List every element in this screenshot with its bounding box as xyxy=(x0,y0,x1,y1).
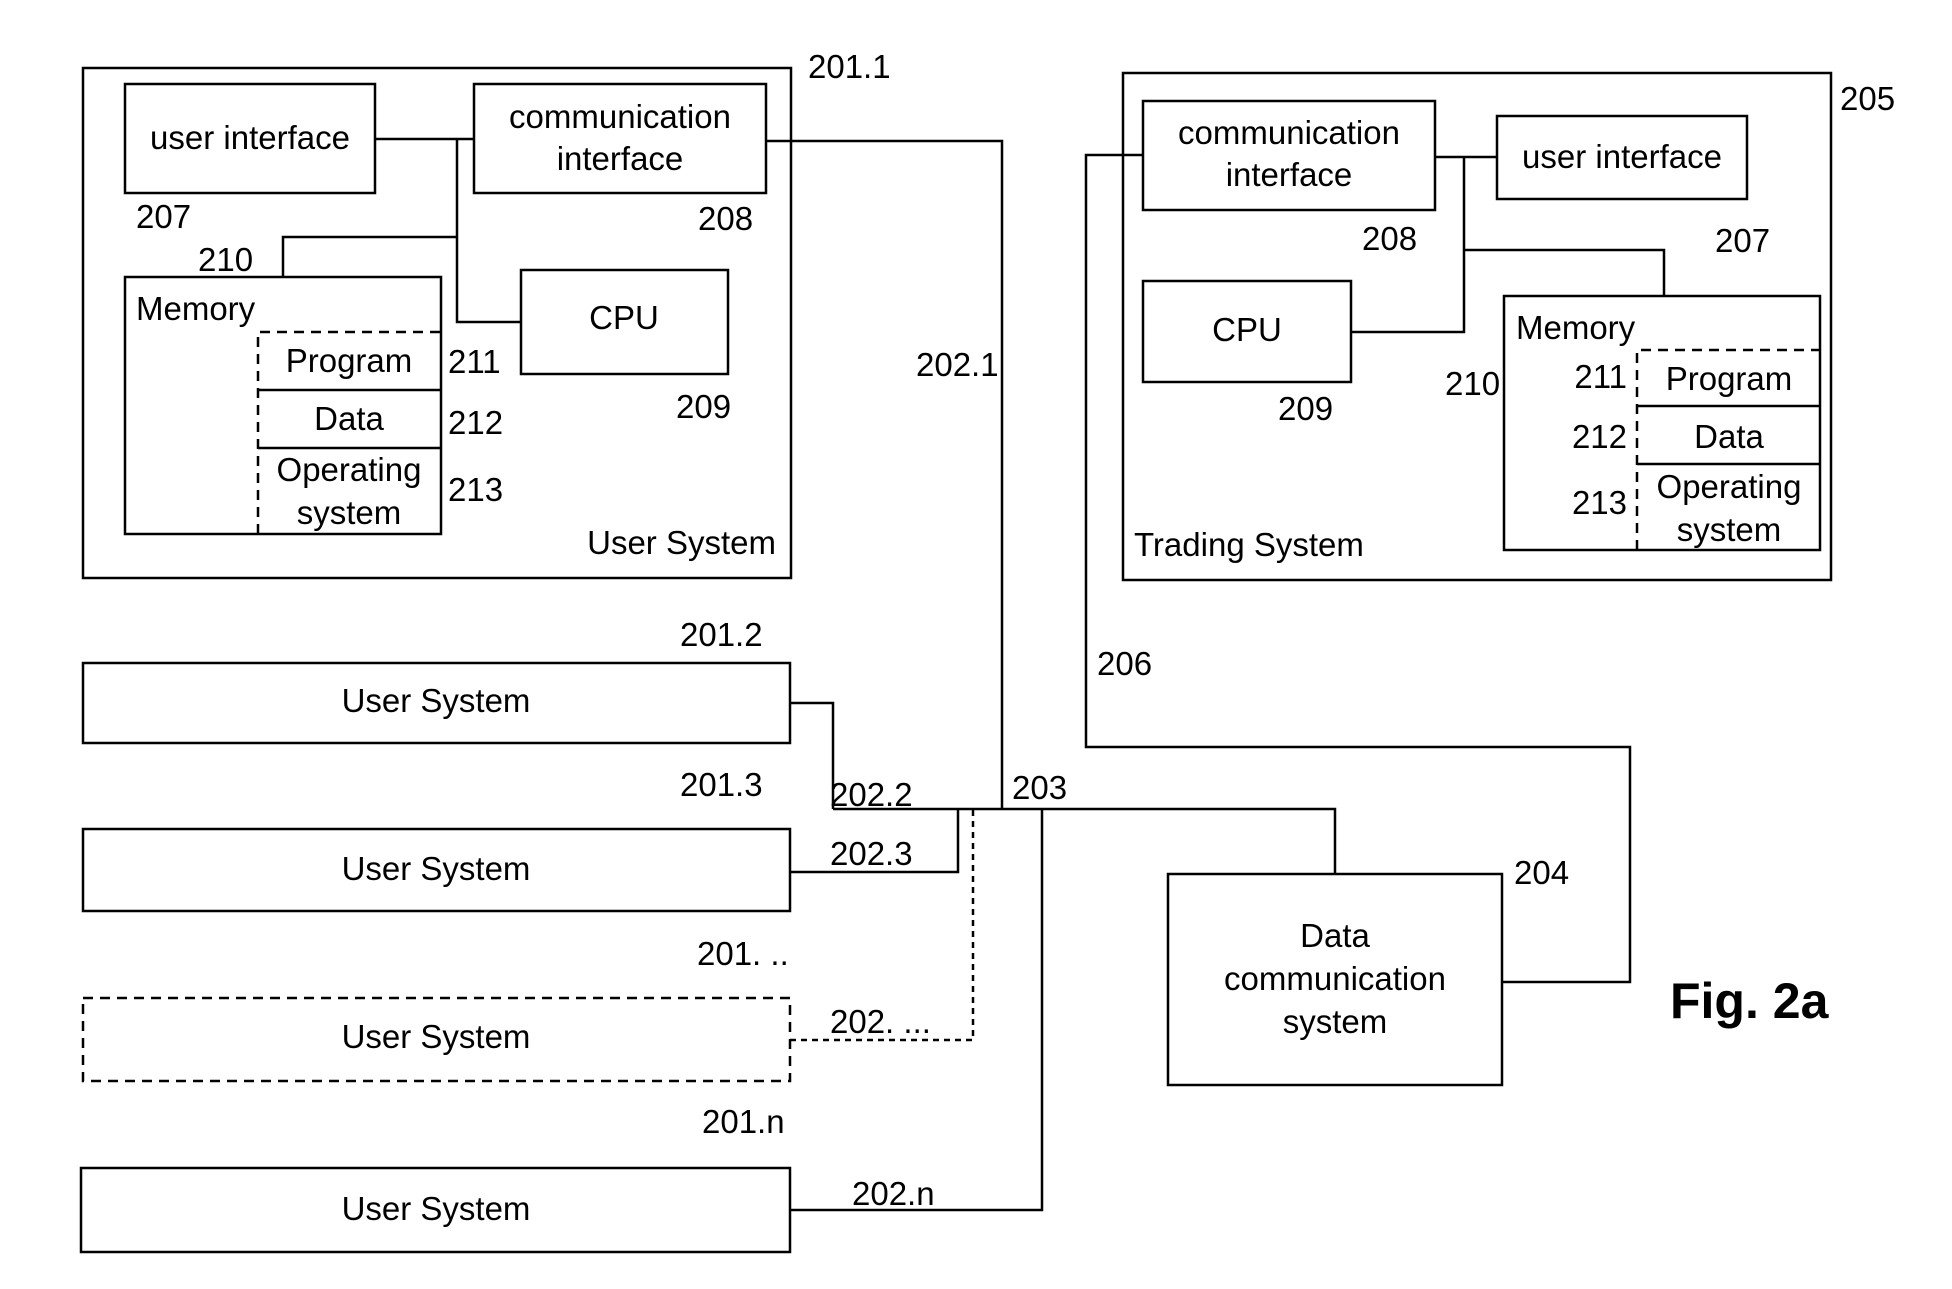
ts-user-interface-label: user interface xyxy=(1522,138,1722,175)
comm-interface-label-line2: interface xyxy=(557,140,684,177)
link-202-etc-ref: 202. ... xyxy=(830,1003,931,1040)
comm-interface-ref: 208 xyxy=(698,200,753,237)
link-202-2-ref: 202.2 xyxy=(830,776,913,813)
user-system-main-title: User System xyxy=(587,524,776,561)
data-ref: 212 xyxy=(448,404,503,441)
data-comm-system-label-line2: communication xyxy=(1224,960,1446,997)
user-interface-label: user interface xyxy=(150,119,350,156)
user-system-ref-n: 201.n xyxy=(702,1103,785,1140)
ts-data-label: Data xyxy=(1694,418,1764,455)
cpu-label: CPU xyxy=(589,299,659,336)
ts-memory-ref: 210 xyxy=(1445,365,1500,402)
trading-system-ref: 205 xyxy=(1840,80,1895,117)
ts-os-ref: 213 xyxy=(1572,484,1627,521)
trading-system-title: Trading System xyxy=(1134,526,1364,563)
user-system-label-etc: User System xyxy=(342,1018,531,1055)
user-system-main-ref: 201.1 xyxy=(808,48,891,85)
ts-memory-label: Memory xyxy=(1516,309,1636,346)
internal-link-memory xyxy=(283,237,457,277)
link-206-ref: 206 xyxy=(1097,645,1152,682)
user-system-label-3: User System xyxy=(342,850,531,887)
user-interface-ref: 207 xyxy=(136,198,191,235)
ts-os-label-line2: system xyxy=(1677,511,1782,548)
ts-cpu-label: CPU xyxy=(1212,311,1282,348)
link-202-1-ref: 202.1 xyxy=(916,346,999,383)
user-system-ref-2: 201.2 xyxy=(680,616,763,653)
os-label-line1: Operating xyxy=(277,451,422,488)
user-system-main: 201.1 user interface 207 communication i… xyxy=(83,48,891,578)
user-system-ref-3: 201.3 xyxy=(680,766,763,803)
link-202-1 xyxy=(766,141,1002,809)
ts-comm-interface-label-line2: interface xyxy=(1226,156,1353,193)
user-system-ref-etc: 201. .. xyxy=(697,935,789,972)
bus-203-ref: 203 xyxy=(1012,769,1067,806)
ts-data-ref: 212 xyxy=(1572,418,1627,455)
data-comm-system-label-line3: system xyxy=(1283,1003,1388,1040)
figure-label: Fig. 2a xyxy=(1670,973,1830,1029)
link-202-3-ref: 202.3 xyxy=(830,835,913,872)
link-202-n-ref: 202.n xyxy=(852,1175,935,1212)
cpu-ref: 209 xyxy=(676,388,731,425)
memory-label: Memory xyxy=(136,290,256,327)
ts-internal-link-memory xyxy=(1464,250,1664,296)
program-ref: 211 xyxy=(448,343,501,380)
link-202-2 xyxy=(790,703,833,809)
os-label-line2: system xyxy=(297,494,402,531)
internal-link-cpu xyxy=(457,139,521,322)
trading-system: 205 communication interface 208 user int… xyxy=(1123,73,1895,580)
memory-ref: 210 xyxy=(198,241,253,278)
ts-program-ref: 211 xyxy=(1574,358,1627,395)
ts-user-interface-ref: 207 xyxy=(1715,222,1770,259)
user-system-label-2: User System xyxy=(342,682,531,719)
ts-cpu-ref: 209 xyxy=(1278,390,1333,427)
ts-os-label-line1: Operating xyxy=(1657,468,1802,505)
ts-program-label: Program xyxy=(1666,360,1793,397)
data-comm-system-label-line1: Data xyxy=(1300,917,1370,954)
data-comm-system-ref: 204 xyxy=(1514,854,1569,891)
data-label: Data xyxy=(314,400,384,437)
ts-comm-interface-ref: 208 xyxy=(1362,220,1417,257)
user-system-label-n: User System xyxy=(342,1190,531,1227)
comm-interface-label-line1: communication xyxy=(509,98,731,135)
program-label: Program xyxy=(286,342,413,379)
os-ref: 213 xyxy=(448,471,503,508)
ts-comm-interface-label-line1: communication xyxy=(1178,114,1400,151)
